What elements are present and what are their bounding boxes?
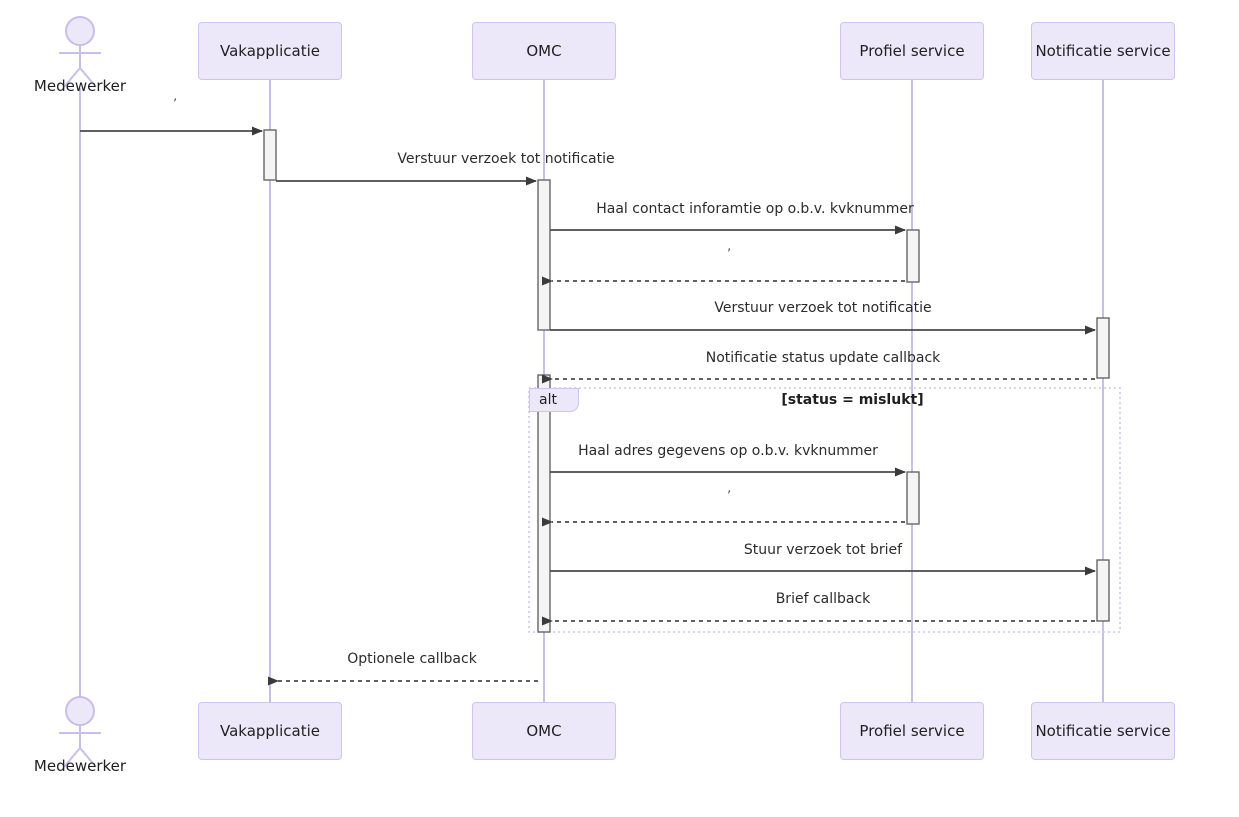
message-label-10: Brief callback [423,591,1223,607]
message-label-7: Haal adres gegevens op o.b.v. kvknummer [328,443,1128,459]
participant-label: Profiel service [859,722,965,740]
alt-fragment-condition-text: [status = mislukt] [781,392,924,408]
activation-profiel-2 [906,471,920,525]
message-label-6: Notificatie status update callback [423,350,1223,366]
message-label-text: Haal adres gegevens op o.b.v. kvknummer [578,443,878,459]
participant-box-omc-top[interactable]: OMC [472,22,616,80]
actor-label-text: Medewerker [33,757,127,775]
actor-icon-top [59,16,101,88]
activation-vakapplicatie-1 [263,129,277,181]
actor-label-text: Medewerker [33,77,127,95]
activation-omc-1 [537,179,551,331]
alt-fragment-outline [528,387,1121,633]
message-label-text: Brief callback [775,591,871,607]
activation-bars [263,129,1110,633]
participant-box-notificatie-bottom[interactable]: Notificatie service [1031,702,1175,760]
tick-mark-3: ʼ [727,489,732,504]
message-label-3: Haal contact inforamtie op o.b.v. kvknum… [355,201,1155,217]
participant-label: Vakapplicatie [220,42,320,60]
message-label-text: Stuur verzoek tot brief [743,542,903,558]
message-arrows [80,126,1096,686]
participant-label: OMC [526,42,562,60]
actor-icon-bottom [59,696,101,768]
participant-label: Notificatie service [1035,722,1171,740]
message-label-text: Verstuur verzoek tot notificatie [714,300,932,316]
participant-label: Vakapplicatie [220,722,320,740]
message-label-9: Stuur verzoek tot brief [423,542,1223,558]
activation-notificatie-1 [1096,317,1110,379]
participant-box-vakapplicatie-bottom[interactable]: Vakapplicatie [198,702,342,760]
alt-fragment-condition: [status = mislukt] [585,392,1120,408]
activation-notificatie-2 [1096,559,1110,622]
participant-label: OMC [526,722,562,740]
message-label-11: Optionele callback [12,651,812,667]
participant-box-profiel-bottom[interactable]: Profiel service [840,702,984,760]
activation-profiel-1 [906,229,920,283]
message-label-2: Verstuur verzoek tot notificatie [131,151,881,167]
message-label-text: Optionele callback [347,651,477,667]
participant-box-profiel-top[interactable]: Profiel service [840,22,984,80]
message-label-text: Haal contact inforamtie op o.b.v. kvknum… [596,201,914,217]
actor-label-medewerker-bottom: Medewerker [0,757,160,775]
message-label-5: Verstuur verzoek tot notificatie [423,300,1223,316]
participant-box-notificatie-top[interactable]: Notificatie service [1031,22,1175,80]
participant-label: Profiel service [859,42,965,60]
actor-label-medewerker-top: Medewerker [0,77,160,95]
alt-fragment-label-text: alt [539,392,557,408]
participant-box-omc-bottom[interactable]: OMC [472,702,616,760]
participant-label: Notificatie service [1035,42,1171,60]
participant-box-vakapplicatie-top[interactable]: Vakapplicatie [198,22,342,80]
message-label-text: Verstuur verzoek tot notificatie [397,151,615,167]
tick-mark-1: ʼ [173,97,178,112]
tick-mark-2: ʼ [727,247,732,262]
message-label-text: Notificatie status update callback [705,350,941,366]
alt-fragment-label: alt [529,388,579,412]
